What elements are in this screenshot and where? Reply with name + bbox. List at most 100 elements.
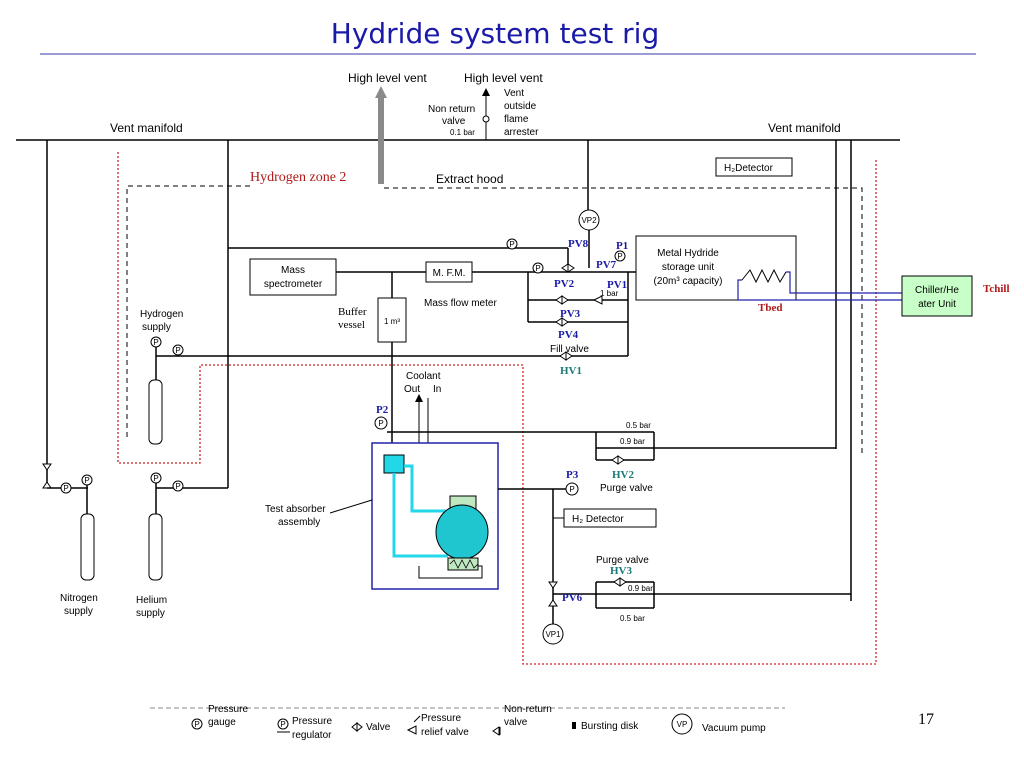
- absorber-coil-box: [447, 557, 479, 571]
- extract-hood-boundary: [384, 187, 863, 455]
- mass-spec-label-1: Mass: [281, 265, 305, 276]
- legend-non-return-2: valve: [504, 717, 528, 728]
- legend-regulator-1: Pressure: [292, 716, 332, 727]
- nitrogen-label-1: Nitrogen: [60, 593, 98, 604]
- hydrogen-zone-boundary-left: [126, 185, 250, 440]
- heat-exchanger-coil: [741, 268, 787, 284]
- gauge-p3: [565, 482, 579, 496]
- purge-valve-1-label: Purge valve: [600, 483, 653, 494]
- tag-pv6: PV6: [562, 592, 583, 604]
- nitrogen-cylinder: [80, 513, 95, 581]
- fill-valve-label: Fill valve: [550, 344, 589, 355]
- page-title: Hydride system test rig: [331, 17, 659, 50]
- pv6-valve: [548, 581, 558, 607]
- gauge-p2: [374, 416, 388, 430]
- hydrogen-regulator-p: P: [175, 346, 180, 355]
- legend-regulator-p: P: [280, 720, 285, 729]
- legend-regulator-icon: [277, 718, 289, 730]
- h2-detector-bottom-label: H₂ Detector: [572, 514, 624, 525]
- high-level-vent-2-label: High level vent: [464, 71, 543, 85]
- tag-hv1: HV1: [560, 365, 582, 377]
- h2-detector-top-label: H₂Detector: [724, 163, 774, 174]
- absorber-vessel: [435, 504, 489, 560]
- mfm-label: M. F.M.: [433, 268, 466, 279]
- hydrogen-gauge-p: P: [153, 338, 158, 347]
- test-absorber-label-1: Test absorber: [265, 504, 326, 515]
- hv3-valve: [613, 577, 627, 587]
- coolant-in-label: In: [433, 384, 441, 395]
- legend-vacuum-pump: Vacuum pump: [702, 723, 766, 734]
- coolant-label: Coolant: [406, 371, 441, 382]
- test-absorber-pointer: [329, 499, 373, 514]
- vent-manifold-left-label: Vent manifold: [110, 121, 183, 135]
- tag-p2: P2: [376, 404, 389, 416]
- page-number: 17: [918, 711, 934, 728]
- extract-hood-label: Extract hood: [436, 172, 503, 186]
- tag-pv3: PV3: [560, 308, 581, 320]
- vent-outside-line-4: arrester: [504, 127, 539, 138]
- nitrogen-gauge-p: P: [84, 476, 89, 485]
- extract-duct: [378, 97, 384, 184]
- hydrogen-cylinder: [148, 379, 163, 445]
- non-return-valve-symbol: [482, 115, 490, 123]
- legend-pressure-gauge-2: gauge: [208, 717, 236, 728]
- legend-gauge-icon: [191, 718, 203, 730]
- metal-hydride-label-2: storage unit: [662, 262, 714, 273]
- tag-pv7: PV7: [596, 259, 617, 271]
- helium-cylinder: [148, 513, 163, 581]
- legend-vacuum-pump-icon: [671, 713, 693, 735]
- tbed-label: Tbed: [758, 302, 782, 314]
- helium-regulator: [172, 480, 184, 492]
- h2-detector-top: [715, 157, 793, 177]
- non-return-label-1: Non return: [428, 104, 475, 115]
- vent-outside-line-2: outside: [504, 101, 537, 112]
- mass-flow-meter-label: Mass flow meter: [424, 298, 497, 309]
- mass-spectrometer: [249, 258, 337, 296]
- red-zone-left: [117, 152, 877, 665]
- legend-gauge-p: P: [194, 720, 199, 729]
- hydrogen-regulator: [172, 344, 184, 356]
- metal-hydride-label-1: Metal Hydride: [657, 248, 719, 259]
- nitrogen-label-2: supply: [64, 606, 93, 617]
- vp1-label: VP1: [545, 630, 561, 639]
- legend-valve-icon: [351, 721, 363, 733]
- gauge-pv2: [532, 262, 544, 274]
- gauge-top: [506, 238, 518, 250]
- bar-1-label: 1 bar: [600, 289, 619, 298]
- legend-bursting-disk: Bursting disk: [581, 721, 639, 732]
- cyan-pipe-top: [404, 464, 448, 513]
- tag-pv8: PV8: [568, 238, 589, 250]
- chiller-label-1: Chiller/He: [915, 285, 959, 296]
- hydrogen-supply-label-1: Hydrogen: [140, 309, 183, 320]
- helium-label-2: supply: [136, 608, 165, 619]
- tag-p3: P3: [566, 469, 579, 481]
- buffer-vol-label: 1 m³: [384, 317, 400, 326]
- mass-spec-label-2: spectrometer: [264, 279, 323, 290]
- legend-non-return-1: Non-return: [504, 704, 552, 715]
- high-level-vent-1-label: High level vent: [348, 71, 427, 85]
- legend-vp-label: VP: [677, 720, 688, 729]
- vent-outside-line-1: Vent: [504, 88, 524, 99]
- helium-gauge-p: P: [153, 474, 158, 483]
- purge-valve-2-label: Purge valve: [596, 555, 649, 566]
- hv1-valve: [559, 351, 573, 361]
- legend-relief-1: Pressure: [421, 713, 461, 724]
- gauge-p1: [614, 250, 626, 262]
- nitrogen-regulator-p: P: [63, 484, 68, 493]
- tag-hv3: HV3: [610, 565, 633, 577]
- buffer-label-2: vessel: [338, 319, 365, 331]
- hydrogen-supply-label-2: supply: [142, 322, 171, 333]
- bar-09-b: 0.9 bar: [628, 584, 653, 593]
- tag-pv4: PV4: [558, 329, 579, 341]
- helium-label-1: Helium: [136, 595, 167, 606]
- metal-hydride-label-3: (20m³ capacity): [654, 276, 723, 287]
- valve-symbols-manifold: [555, 263, 603, 327]
- vent-manifold-right-label: Vent manifold: [768, 121, 841, 135]
- gauge-pv2-p: P: [535, 264, 540, 273]
- gauge-p2-p: P: [378, 419, 383, 428]
- buffer-vessel: [377, 297, 407, 343]
- vent-outside-line-3: flame: [504, 114, 529, 125]
- vp2-label: VP2: [581, 216, 597, 225]
- chiller-label-2: ater Unit: [918, 299, 956, 310]
